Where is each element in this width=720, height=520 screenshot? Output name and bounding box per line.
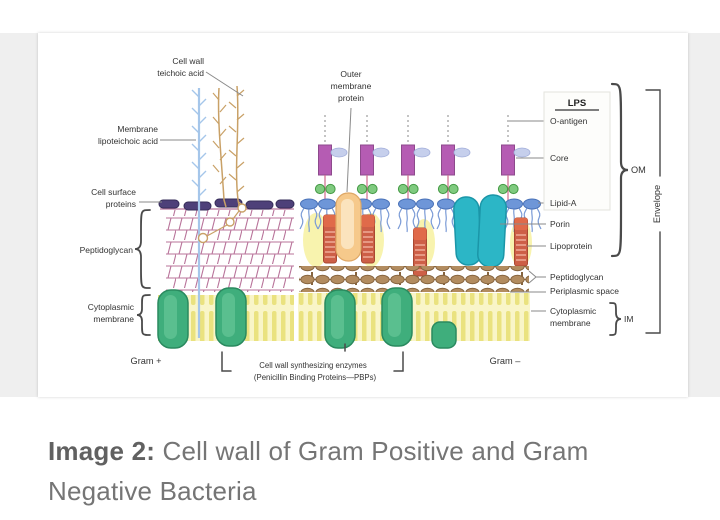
lipid-a (436, 198, 456, 233)
label-cytoplasmic-membrane-gp-1: Cytoplasmic (88, 302, 135, 312)
label-enzymes-2: (Penicillin Binding Proteins—PBPs) (254, 373, 377, 382)
pbp-enzyme (381, 287, 413, 347)
label-outer-membrane-protein-2: membrane (331, 81, 372, 91)
pbp-enzyme (324, 289, 356, 349)
gram-negative-section (298, 114, 542, 349)
label-cell-wall-teichoic-2: teichoic acid (157, 68, 204, 78)
figure-caption: Image 2: Cell wall of Gram Positive and … (48, 431, 648, 511)
lipoprotein (322, 214, 338, 264)
label-core: Core (550, 153, 569, 163)
braces-and-brackets (134, 82, 661, 372)
label-envelope: Envelope (652, 185, 662, 223)
lps-column (356, 114, 390, 205)
label-outer-membrane-protein-3: protein (338, 93, 364, 103)
label-cytoplasmic-membrane-gp-2: membrane (93, 314, 134, 324)
lps-column (497, 114, 531, 205)
label-membrane-lipoteichoic-2: lipoteichoic acid (98, 136, 158, 146)
label-lipid-a: Lipid-A (550, 198, 577, 208)
lps-column (397, 114, 431, 205)
cell-wall-diagram: Cell wall teichoic acid Membrane lipotei… (80, 56, 662, 382)
gram-positive-section (157, 85, 295, 349)
label-lps: LPS (568, 98, 586, 109)
enzyme-bracket (221, 343, 404, 372)
label-cytoplasmic-membrane-gn-1: Cytoplasmic (550, 306, 597, 316)
lipoprotein (360, 214, 376, 264)
annotation-lines (139, 71, 546, 312)
lipoteichoic-acid-structure (191, 88, 207, 338)
pbp-enzyme-small (431, 321, 457, 349)
label-o-antigen: O-antigen (550, 116, 588, 126)
caption-body: Cell wall of Gram Positive and Gram Nega… (48, 436, 589, 506)
peptidoglycan-row-2 (299, 279, 529, 292)
wall-teichoic-acid-structure (197, 85, 247, 244)
label-cytoplasmic-membrane-gn-2: membrane (550, 318, 591, 328)
label-peptidoglycan-gn: Peptidoglycan (550, 272, 604, 282)
porin-shapes (453, 194, 507, 268)
pbp-enzyme (157, 289, 189, 349)
label-porin: Porin (550, 219, 570, 229)
label-enzymes-1: Cell wall synthesizing enzymes (259, 361, 367, 370)
lps-column (437, 114, 471, 205)
label-cell-surface-proteins-1: Cell surface (91, 187, 136, 197)
cytoplasmic-brace-gp (136, 294, 151, 336)
label-outer-membrane-protein-1: Outer (340, 69, 361, 79)
label-peptidoglycan-gp: Peptidoglycan (80, 245, 134, 255)
diagram-labels: Cell wall teichoic acid Membrane lipotei… (80, 56, 662, 382)
peptidoglycan-row-1 (299, 266, 529, 279)
caption-prefix: Image 2: (48, 436, 156, 466)
peptidoglycan-brace-gp (134, 209, 151, 289)
label-lipoprotein: Lipoprotein (550, 241, 592, 251)
label-gram-positive: Gram + (131, 356, 162, 366)
lipid-a (397, 198, 417, 233)
label-membrane-lipoteichoic-1: Membrane (117, 124, 158, 134)
lps-label-box (543, 91, 611, 211)
lps-column (314, 114, 348, 205)
lipoprotein (513, 217, 529, 267)
label-om: OM (631, 165, 646, 175)
label-periplasmic-space: Periplasmic space (550, 286, 619, 296)
label-cell-surface-proteins-2: proteins (106, 199, 136, 209)
outer-membrane-protein-shape (335, 192, 362, 262)
im-brace (609, 302, 622, 336)
om-brace (610, 82, 629, 258)
label-gram-negative: Gram – (490, 356, 522, 366)
label-im: IM (624, 314, 633, 324)
label-cell-wall-teichoic-1: Cell wall (172, 56, 204, 66)
pbp-enzyme (215, 287, 247, 347)
cell-surface-proteins-row (158, 198, 295, 211)
envelope-bracket (645, 89, 661, 334)
